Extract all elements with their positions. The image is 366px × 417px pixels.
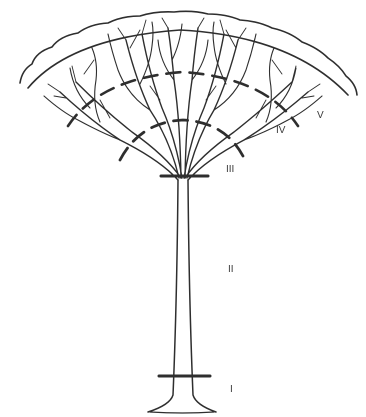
trunk-base-line <box>150 412 214 413</box>
zone-label-four: IV <box>276 125 286 136</box>
secondary-branches <box>44 22 322 140</box>
zone-label-two: II <box>228 264 234 275</box>
zone-label-one: I <box>230 384 233 395</box>
zone-label-three: III <box>226 164 234 175</box>
zone-arc-inner <box>120 120 244 160</box>
outer-scalloped-rim <box>20 11 357 95</box>
zone-arc-outer <box>68 72 298 126</box>
zone-label-five: V <box>317 110 324 121</box>
zone-arcs <box>68 72 298 160</box>
